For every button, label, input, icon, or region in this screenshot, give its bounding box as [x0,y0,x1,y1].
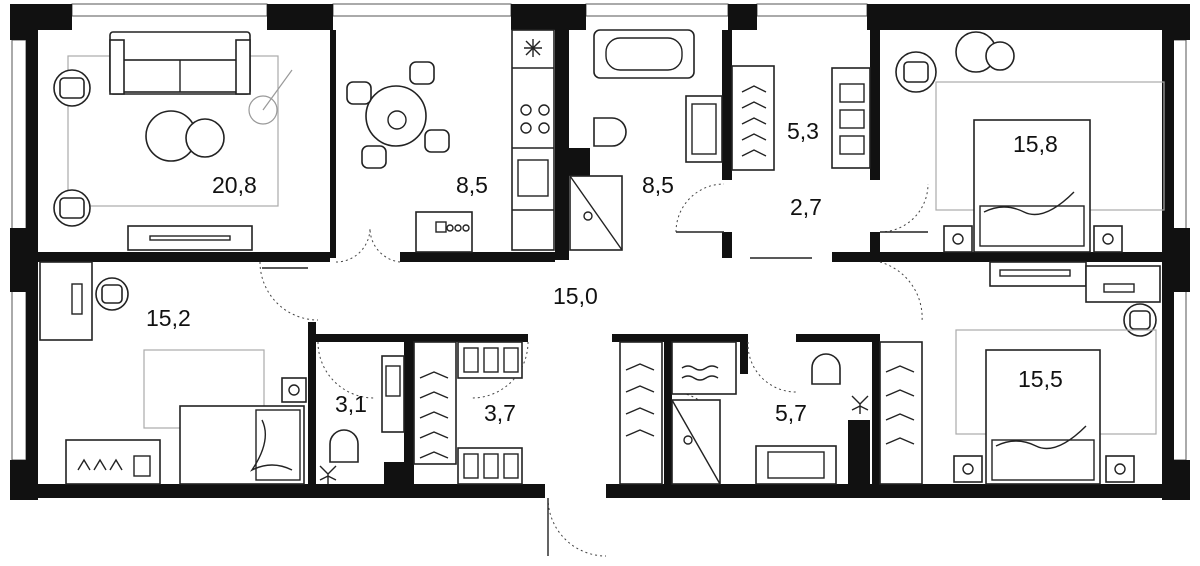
armchair-icon [53,189,91,227]
room-area-wc-1: 3,1 [335,391,367,417]
room-area-bedroom-2: 15,2 [146,305,191,331]
stove-icon [520,104,550,134]
door-swings [259,183,929,557]
bedroom-3-furniture [879,261,1161,485]
bathroom-1-fixtures [569,29,723,251]
armchair-icon [1123,303,1157,337]
room-area-wardrobe-2: 3,7 [484,400,516,426]
armchair-icon [53,69,91,107]
armchair-icon [95,277,129,311]
hanger-icon [625,363,655,437]
room-area-wardrobe-1: 5,3 [787,118,819,144]
kitchen-furniture [346,29,555,253]
room-area-living-room: 20,8 [212,172,257,198]
living-room-furniture [53,31,293,251]
armchair-icon [895,51,937,93]
wc-1-fixtures [319,355,405,484]
room-area-bathroom-1: 8,5 [642,172,674,198]
room-area-corridor-small: 2,7 [790,194,822,220]
bedroom-1-furniture [895,31,1165,253]
room-area-kitchen: 8,5 [456,172,488,198]
bathroom-2-fixtures [619,341,869,485]
plant-icon [319,465,337,484]
walls [10,4,1190,500]
room-area-bedroom-1: 15,8 [1013,131,1058,157]
wardrobe-1-fixtures [731,65,871,171]
room-area-bedroom-3: 15,5 [1018,366,1063,392]
room-area-hall: 15,0 [553,283,598,309]
room-area-bathroom-2: 5,7 [775,400,807,426]
plant-icon [851,395,869,414]
hanger-icon [419,371,449,459]
wardrobe-2-fixtures [413,341,523,485]
hanger-icon [885,365,915,445]
snowflake-icon [524,39,542,57]
hanger-icon [77,458,123,471]
hanger-icon [741,85,767,157]
room-labels: 20,8 8,5 8,5 5,3 2,7 15,8 15,2 15,0 3,1 … [146,118,1063,426]
bedroom-2-furniture [39,261,307,485]
